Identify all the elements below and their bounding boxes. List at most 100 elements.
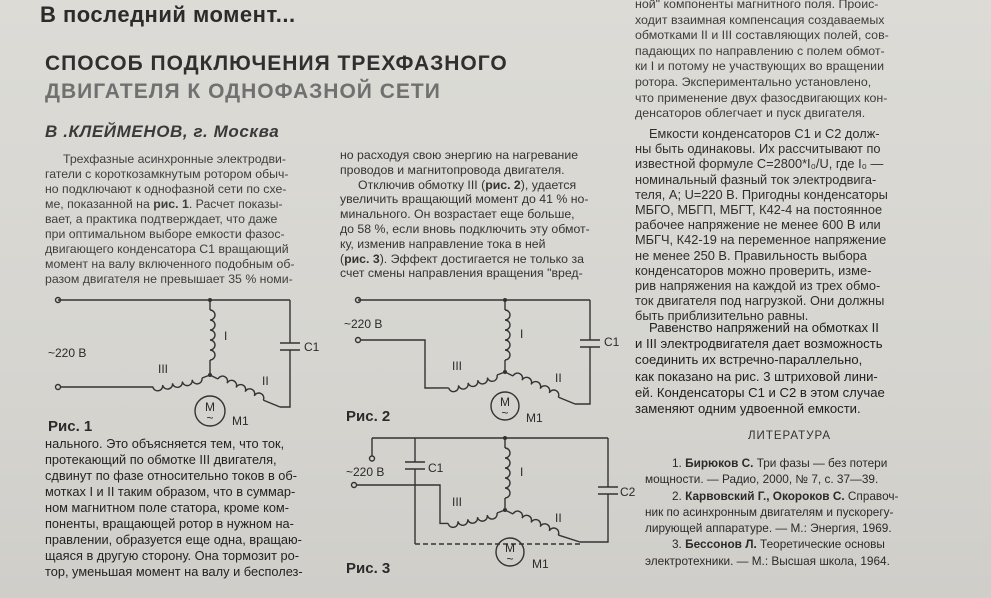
text-line: счет смены направления вращения "вред-: [340, 266, 583, 281]
figure-1-caption: Рис. 1: [48, 418, 93, 435]
text-line: ку, изменив направление тока в ней: [340, 236, 546, 251]
figure-reference: рис. 3: [344, 251, 380, 266]
text-line: двигающего конденсатора С1 вращающий: [45, 242, 289, 256]
text-line: Трехфазные асинхронные электродви-: [63, 152, 286, 166]
text-line: и III электродвигателя дает возможность: [635, 336, 883, 352]
text-line: ны быть одинаковы. Их рассчитывают по: [635, 141, 881, 157]
text-line: Равенство напряжений на обмотках II: [649, 320, 879, 335]
text-line: минального. Он возрастает еще больше,: [340, 207, 575, 222]
literature-heading: ЛИТЕРАТУРА: [748, 430, 832, 442]
text-line: ки I и потому не участвующих во вращении: [635, 59, 884, 74]
motor-tilde: ~: [506, 552, 513, 566]
text-line: рив напряжения на каждой из трех обмо-: [635, 278, 881, 294]
figure-reference: рис. 2: [485, 177, 521, 192]
wire-bottom: [360, 339, 449, 389]
section-header: В последний момент...: [40, 2, 296, 27]
terminal: [54, 296, 62, 304]
reference-author: Карвовский Г., Окороков С.: [685, 488, 845, 503]
winding-3: [152, 377, 204, 393]
text-line: но подключают к однофазной сети по схе-: [45, 182, 287, 196]
text-line: увеличить вращающий момент до 41 % но-: [340, 192, 589, 207]
text-line: МБГЧ, К42-19 на переменное напряжение: [635, 232, 887, 248]
winding-3-label: III: [452, 359, 462, 373]
winding-3: [448, 374, 499, 394]
text-line: но расходуя свою энергию на нагревание: [340, 148, 579, 162]
text-line: поненты, вращающей ротор в нужном на-: [45, 516, 294, 531]
text-line: рабочее напряжение не менее 600 В или: [635, 217, 881, 233]
winding-1-label: I: [224, 329, 227, 343]
terminal: [54, 383, 62, 391]
reference-number: 2.: [672, 488, 682, 503]
wire: [580, 494, 609, 543]
motor-symbol: [495, 537, 525, 567]
text-line: быть приблизительно равны.: [635, 308, 809, 324]
column-3-paragraph-1: ной" компоненты магнитного поля. Проис- …: [635, 0, 889, 122]
text-line: гатели с короткозамкнутым ротором обыч-: [45, 167, 289, 181]
winding-3-label: III: [158, 362, 168, 376]
wire: [558, 534, 581, 543]
text-line: МБГО, МБГП, МБГТ, К42-4 на постоянное: [635, 202, 883, 218]
text-line: (рис. 3). Эффект достигается не только з…: [340, 252, 590, 267]
column-3-paragraph-2: Емкости конденсаторов С1 и С2 долж- ны б…: [635, 126, 888, 324]
article-title-line-2: ДВИГАТЕЛЯ К ОДНОФАЗНОЙ СЕТИ: [45, 80, 441, 103]
winding-1-label: I: [520, 465, 523, 479]
reference-text: Справоч-: [847, 488, 899, 503]
wire: [558, 396, 576, 405]
reference-item: 3. Бессонов Л. Теоретические основы: [645, 536, 898, 552]
wire-bottom: [356, 484, 449, 525]
motor-tilde: ~: [501, 406, 508, 420]
winding-2-label: II: [555, 511, 562, 525]
text-line: ей. Конденсаторы С1 и С2 в этом случае: [635, 384, 885, 400]
text-line: ходит взаимная компенсация создаваемых: [635, 12, 885, 27]
reference-text: электротехники. — М.: Высшая школа, 1964…: [645, 553, 890, 568]
winding-3-label: III: [452, 495, 462, 509]
text-segment: ме, показанной на: [45, 197, 154, 211]
winding-2-label: II: [555, 371, 562, 385]
winding-1: [209, 309, 216, 361]
wire: [209, 374, 219, 380]
motor-letter: М: [500, 395, 510, 409]
motor-tilde: ~: [206, 411, 213, 425]
motor-letter: М: [205, 400, 215, 414]
text-line: сдвинут по фазе относительно токов в об-: [45, 468, 298, 483]
column-3-paragraph-3: Равенство напряжений на обмотках II и II…: [635, 320, 885, 417]
winding-2: [512, 508, 562, 536]
text-line: правлении, образуется еще одна, вращаю-: [45, 532, 302, 547]
text-line: известной формуле С=2800*I₀/U, где I₀ —: [635, 156, 884, 172]
article-title-line-1: СПОСОБ ПОДКЛЮЧЕНИЯ ТРЕХФАЗНОГО: [45, 52, 508, 75]
reference-text: Три фазы — без потери: [756, 456, 888, 470]
capacitor-2-label: С2: [620, 485, 636, 499]
reference-text: лирующей аппаратуре. — М.: Энергия, 1969…: [645, 521, 892, 536]
text-line: не менее 250 В. Правильность выбора: [635, 247, 867, 263]
winding-2: [512, 370, 562, 398]
reference-number: 1.: [672, 456, 682, 470]
text-line: ток двигателя под нагрузкой. Они должны: [635, 293, 885, 309]
text-line: конденсаторов можно проверить, изме-: [635, 262, 872, 278]
column-2-top: но расходуя свою энергию на нагревание п…: [340, 148, 590, 281]
figure-2-caption: Рис. 2: [346, 408, 391, 425]
motor-label: М1: [532, 557, 549, 571]
capacitor-1-label: С1: [604, 335, 620, 349]
terminal: [350, 481, 358, 489]
winding-3: [447, 512, 499, 529]
terminal: [354, 296, 362, 304]
text-line: тор, уменьшая момент на валу и бесполез-: [45, 564, 303, 579]
text-line: нального. Это объясняется тем, что ток,: [45, 436, 285, 451]
text-line: как показано на рис. 3 штриховой лини-: [635, 368, 878, 384]
reference-author: Бирюков С.: [685, 456, 754, 470]
terminal: [354, 336, 362, 344]
mains-label: ~220 В: [48, 346, 86, 360]
text-line: номинальный фазный ток электродвига-: [635, 171, 877, 187]
wire: [496, 371, 506, 376]
text-line: ме, показанной на рис. 1. Расчет показы-: [45, 197, 295, 212]
text-line: ротора. Экспериментально установлено,: [635, 74, 872, 89]
text-line: теля, А; U=220 В. Пригодны конденсаторы: [635, 186, 888, 202]
text-segment: Отключив обмотку III (: [358, 177, 486, 192]
figure-3-diagram: М ~ М1 I II III С1 С2 ~220 В: [346, 436, 636, 571]
figure-1-diagram: М ~ М1 I II III С1 ~220 В: [48, 296, 320, 428]
reference-text: Теоретические основы: [760, 537, 885, 552]
column-1-top: Трехфазные асинхронные электродви- гател…: [45, 152, 295, 287]
text-line: разом двигателя не превышает 35 % номи-: [45, 272, 293, 286]
text-line: что применение двух фазосдвигающих кон-: [635, 90, 888, 105]
motor-symbol: [194, 395, 226, 427]
